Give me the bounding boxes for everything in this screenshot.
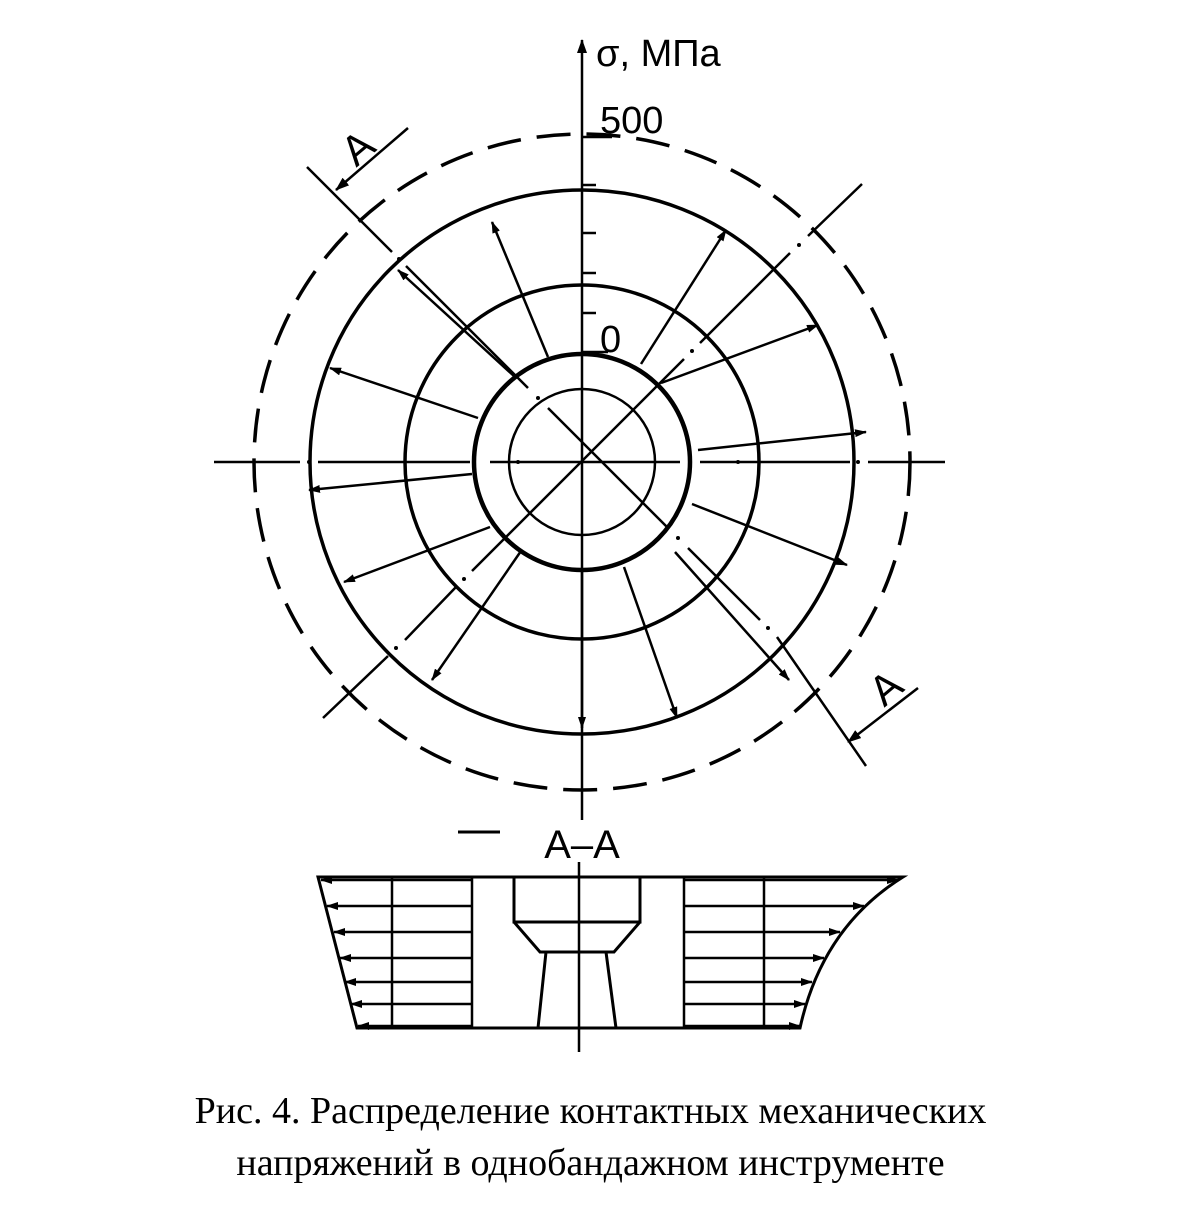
axis-ticks [582,135,612,354]
section-view [316,862,909,1052]
radial-stress-arrows [308,221,867,729]
diagonal-center-line-1 [322,183,863,719]
section-left-arrows [320,876,472,1030]
central-cavity [512,877,642,1029]
section-title: A–A [544,823,620,867]
section-right-arrows [684,876,899,1030]
section-label-lower: A [860,661,912,715]
section-line-a-a [306,166,868,767]
section-label-upper: A [332,121,384,175]
tick-label-0: 0 [600,319,621,361]
section-marker-lower [847,687,919,743]
caption-line-2: напряжений в однобандажном инструменте [236,1142,945,1184]
tick-label-500: 500 [600,100,663,142]
figure-caption: Рис. 4. Распределение контактных механич… [0,1085,1181,1189]
axis-label: σ, МПа [596,33,722,75]
section-marker-upper [335,127,409,191]
plan-view: σ, МПа 500 0 A A [214,33,945,820]
caption-line-1: Рис. 4. Распределение контактных механич… [194,1090,987,1132]
